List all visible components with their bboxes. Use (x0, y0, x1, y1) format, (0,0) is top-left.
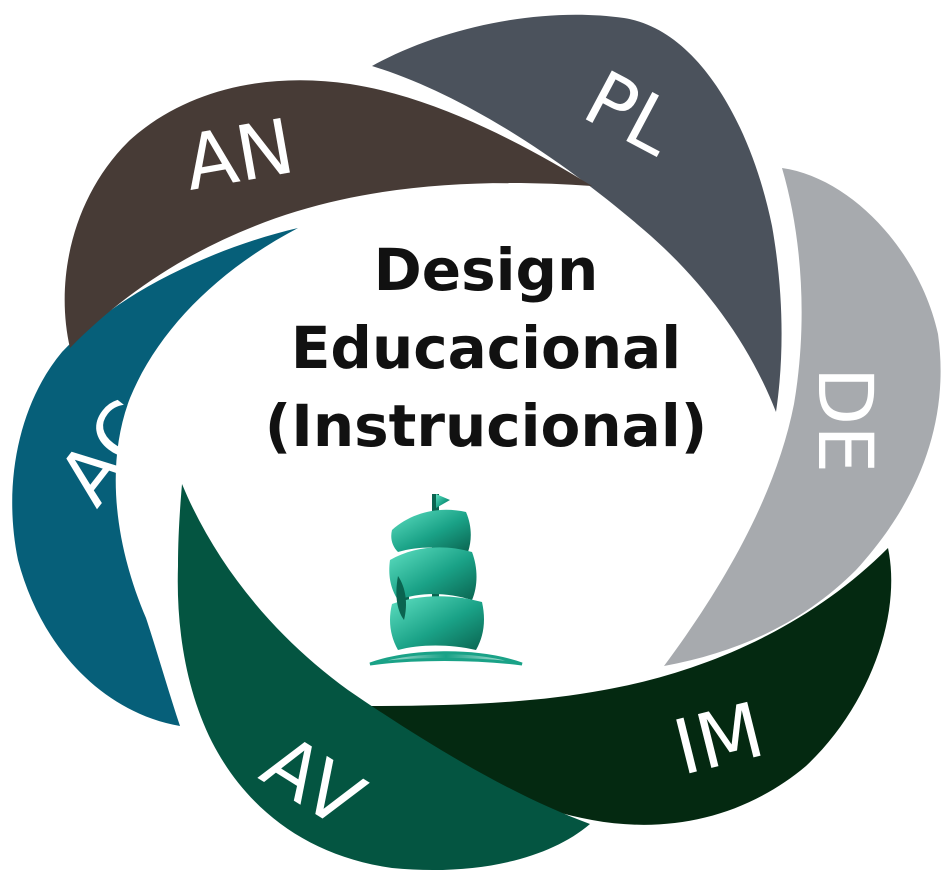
sailing-ship-icon (369, 494, 523, 666)
petal-label-im: IM (665, 685, 772, 793)
petal-pl (372, 14, 782, 412)
petal-im (370, 548, 892, 825)
petal-label-de: DE (801, 367, 890, 474)
center-title-line1: Design (374, 236, 599, 304)
petal-de (664, 168, 941, 666)
center-title-line3: (Instrucional) (265, 392, 707, 460)
petal-an (64, 80, 592, 348)
petal-label-an: AN (178, 101, 301, 208)
petal-av (177, 484, 590, 871)
center-title-line2: Educacional (291, 314, 681, 382)
petal-ac (12, 228, 299, 726)
